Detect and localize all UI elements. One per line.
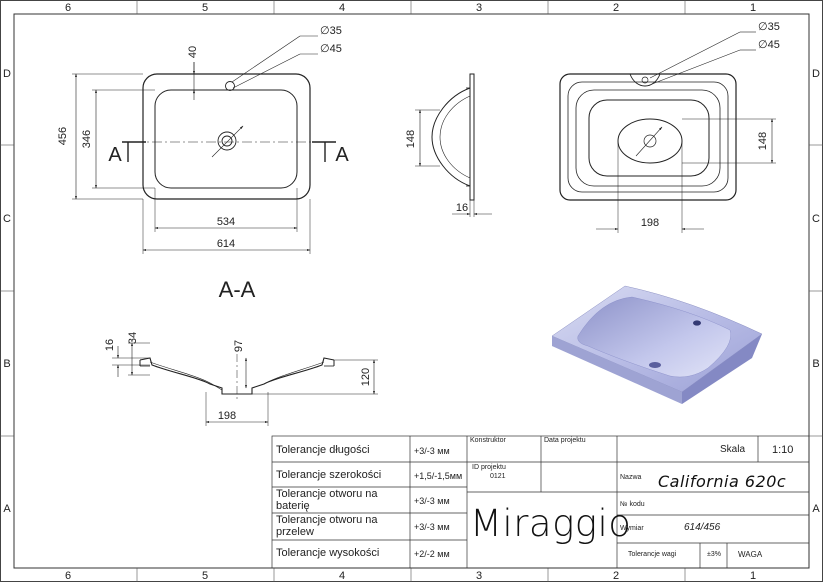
brand-logo: Miraggio xyxy=(470,502,632,545)
project-id-value: 0121 xyxy=(490,473,506,480)
row-label-left-c: C xyxy=(3,213,11,225)
tol-tap-hole-value: +3/-3 мм xyxy=(414,496,450,506)
tap-hole-icon xyxy=(225,81,235,91)
section-dim-rim-thickness: 16 xyxy=(104,339,116,351)
row-label-right-b: B xyxy=(812,358,819,370)
row-label-right-a: A xyxy=(812,503,820,515)
constructor-label: Konstruktor xyxy=(470,437,506,444)
side-view-bowl xyxy=(431,87,471,187)
tol-tap-hole-label: Tolerancje otworu na baterię xyxy=(276,488,378,512)
tol-length-value: +3/-3 мм xyxy=(414,446,450,456)
tol-height-label: Tolerancje wysokości xyxy=(276,547,380,559)
drain-hole-outer xyxy=(217,131,237,151)
col-label-bottom-2: 2 xyxy=(613,570,619,582)
bottom-view xyxy=(559,31,776,233)
dimensions-value: 614/456 xyxy=(684,522,721,533)
col-label-top-5: 5 xyxy=(202,2,208,14)
section-labels: 16 34 97 120 198 xyxy=(104,332,372,422)
code-label: № kodu xyxy=(620,501,645,508)
col-label-bottom-6: 6 xyxy=(65,570,71,582)
row-label-right-d: D xyxy=(812,68,820,80)
top-view-bowl-outline xyxy=(154,89,298,189)
section-dim-height: 120 xyxy=(360,368,372,386)
section-marker-right: A xyxy=(335,144,349,166)
model-name: California 620c xyxy=(658,472,787,491)
bottom-view-labels: ∅35 ∅45 148 198 xyxy=(641,21,780,229)
section-dim-drain: 198 xyxy=(218,410,236,422)
bottom-dim-hole-small: ∅35 xyxy=(758,21,780,33)
side-view-labels: 148 16 xyxy=(405,130,468,214)
bottom-view-drain-boss xyxy=(617,118,683,164)
title-block-grid xyxy=(271,435,810,569)
dimensions-label: Wymiar xyxy=(620,525,644,532)
row-label-right-c: C xyxy=(812,213,820,225)
section-marker-left: A xyxy=(108,144,122,166)
col-label-bottom-3: 3 xyxy=(476,570,482,582)
top-dim-hole-large: ∅45 xyxy=(320,43,342,55)
side-view xyxy=(415,73,492,217)
row-label-left-b: B xyxy=(3,358,10,370)
section-dim-edge: 34 xyxy=(127,332,139,344)
weight-label: WAGA xyxy=(738,550,763,559)
col-label-bottom-5: 5 xyxy=(202,570,208,582)
tol-overflow-label: Tolerancje otworu na przelew xyxy=(276,514,378,538)
col-label-top-4: 4 xyxy=(339,2,345,14)
top-dim-outer-height: 456 xyxy=(57,127,69,145)
row-label-left-d: D xyxy=(3,68,11,80)
render-tap-hole xyxy=(693,320,701,326)
render-drain-hole xyxy=(649,362,661,368)
project-id-label: ID projektu xyxy=(472,464,506,471)
scale-label: Skala xyxy=(720,444,746,455)
tol-height-value: +2/-2 мм xyxy=(414,549,450,559)
tol-width-label: Tolerancje szerokości xyxy=(276,469,382,481)
col-label-bottom-1: 1 xyxy=(750,570,756,582)
col-label-top-2: 2 xyxy=(613,2,619,14)
weight-tolerance-label: Tolerancje wagi xyxy=(628,551,677,558)
side-dim-depth: 148 xyxy=(405,130,417,148)
side-view-rim xyxy=(469,73,475,201)
top-dim-outer-width: 614 xyxy=(217,238,235,250)
name-label: Nazwa xyxy=(620,474,642,481)
bottom-view-tap-boss xyxy=(629,73,661,87)
section-dim-bowl: 97 xyxy=(233,340,245,352)
section-view xyxy=(112,342,378,426)
date-label: Data projektu xyxy=(544,437,586,444)
col-label-bottom-4: 4 xyxy=(339,570,345,582)
top-dim-hole-small: ∅35 xyxy=(320,25,342,37)
row-label-left-a: A xyxy=(3,503,11,515)
bottom-dim-drain-width: 198 xyxy=(641,217,659,229)
top-dim-inner-height: 346 xyxy=(81,130,93,148)
basin-3d-render xyxy=(551,285,763,404)
section-title: A-A xyxy=(219,277,256,302)
col-label-top-6: 6 xyxy=(65,2,71,14)
top-view xyxy=(72,35,336,254)
top-view-labels: ∅35 ∅45 40 456 346 534 614 A A xyxy=(57,25,349,250)
bottom-dim-hole-large: ∅45 xyxy=(758,39,780,51)
side-dim-rim: 16 xyxy=(456,202,468,214)
scale-value: 1:10 xyxy=(772,444,794,456)
tol-length-label: Tolerancje długości xyxy=(276,444,370,456)
top-dim-inner-width: 534 xyxy=(217,216,235,228)
top-view-outer-outline xyxy=(142,73,311,200)
tol-width-value: +1,5/-1,5мм xyxy=(414,471,463,481)
bottom-dim-drain-depth: 148 xyxy=(757,132,769,150)
weight-tolerance-value: ±3% xyxy=(707,551,721,558)
top-dim-tap-offset: 40 xyxy=(187,46,199,58)
tol-overflow-value: +3/-3 мм xyxy=(414,522,450,532)
col-label-top-1: 1 xyxy=(750,2,756,14)
col-label-top-3: 3 xyxy=(476,2,482,14)
bottom-view-outer-outline xyxy=(559,73,737,201)
drain-hole-inner xyxy=(221,135,233,147)
